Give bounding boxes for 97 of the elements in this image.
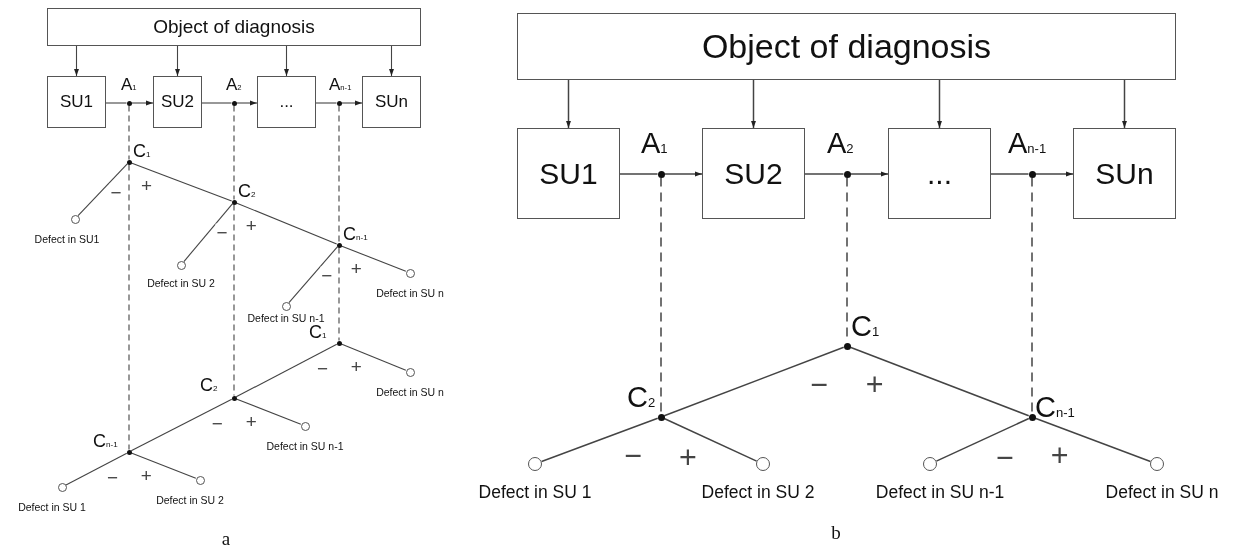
connector-line (340, 245, 407, 272)
process-box: SU2 (153, 76, 202, 128)
connector-line (65, 452, 128, 486)
junction-dot (843, 342, 851, 350)
arrow (340, 100, 363, 106)
dashed-line (233, 104, 235, 201)
defect-label: Defect in SU n-1 (875, 483, 1005, 503)
connector-line (201, 102, 233, 104)
dashed-line (128, 104, 130, 161)
defect-label: Defect in SU 1 (18, 501, 86, 514)
process-box: Object of diagnosis (47, 8, 421, 46)
arrow (130, 100, 154, 106)
process-box: SU1 (517, 128, 620, 219)
junction-dot (336, 340, 342, 346)
connector-line (1034, 417, 1152, 463)
connector-line (663, 417, 758, 462)
arrow (849, 171, 889, 177)
dashed-line (233, 203, 235, 397)
junction-dot (231, 395, 237, 401)
arrow (566, 79, 571, 129)
terminal-circle (70, 214, 80, 224)
junction-dot (126, 449, 132, 455)
defect-label: Defect in SU n-1 (247, 312, 325, 325)
connector-line (935, 417, 1030, 462)
process-box: ... (888, 128, 991, 219)
arrow (751, 79, 756, 129)
junction-dot (126, 100, 132, 106)
connector-line (619, 173, 659, 175)
connector-line (849, 346, 1030, 417)
defect-label: Defect in SU 2 (147, 277, 215, 290)
defect-label: Defect in SU n (376, 287, 444, 300)
arrow (937, 79, 942, 129)
connector-line (130, 452, 197, 479)
terminal-circle (300, 421, 310, 431)
panel-letter: a (221, 528, 231, 550)
junction-dot (336, 242, 342, 248)
connector-line (183, 203, 233, 263)
connector-line (130, 398, 233, 452)
connector-line (540, 417, 659, 463)
dashed-line (338, 246, 340, 342)
defect-label: Defect in SU 1 (478, 483, 592, 503)
terminal-circle (756, 457, 770, 471)
connector-line (235, 202, 338, 245)
dashed-line (1031, 176, 1033, 415)
process-box: SUn (362, 76, 421, 128)
junction-dot (1028, 170, 1036, 178)
terminal-circle (405, 367, 415, 377)
defect-label: Defect in SU1 (34, 233, 100, 246)
connector-line (130, 162, 233, 202)
junction-dot (231, 100, 237, 106)
defect-label: Defect in SU 2 (701, 483, 815, 503)
terminal-circle (195, 475, 205, 485)
arrow (1034, 171, 1074, 177)
junction-dot (231, 199, 237, 205)
process-box: ... (257, 76, 316, 128)
connector-line (663, 346, 845, 417)
connector-line (235, 343, 338, 398)
dashed-line (660, 176, 662, 415)
terminal-circle (528, 457, 542, 471)
arrow (663, 171, 703, 177)
panel-letter: b (831, 522, 841, 544)
connector-line (77, 163, 128, 217)
terminal-circle (1150, 457, 1164, 471)
terminal-circle (923, 457, 937, 471)
junction-dot (843, 170, 851, 178)
defect-label: Defect in SU n (376, 386, 444, 399)
junction-dot (657, 170, 665, 178)
terminal-circle (405, 268, 415, 278)
defect-label: Defect in SU 2 (156, 494, 224, 507)
connector-line (804, 173, 845, 175)
junction-dot (1028, 413, 1036, 421)
junction-dot (336, 100, 342, 106)
dashed-line (128, 163, 130, 451)
terminal-circle (281, 301, 291, 311)
process-box: Object of diagnosis (517, 13, 1176, 80)
process-box: SUn (1073, 128, 1176, 219)
connector-line (340, 343, 407, 371)
process-box: SU2 (702, 128, 805, 219)
defect-label: Defect in SU n (1105, 483, 1219, 503)
connector-line (315, 102, 338, 104)
junction-dot (657, 413, 665, 421)
connector-line (990, 173, 1030, 175)
arrow (235, 100, 258, 106)
connector-line (105, 102, 128, 104)
dashed-line (338, 104, 340, 244)
arrow (389, 45, 394, 77)
terminal-circle (176, 260, 186, 270)
arrow (175, 45, 180, 77)
junction-dot (126, 159, 132, 165)
connector-line (288, 246, 338, 304)
connector-line (235, 398, 302, 425)
process-box: SU1 (47, 76, 106, 128)
arrow (74, 45, 79, 77)
defect-label: Defect in SU n-1 (266, 440, 344, 453)
terminal-circle (57, 482, 67, 492)
arrow (1122, 79, 1127, 129)
arrow (284, 45, 289, 77)
